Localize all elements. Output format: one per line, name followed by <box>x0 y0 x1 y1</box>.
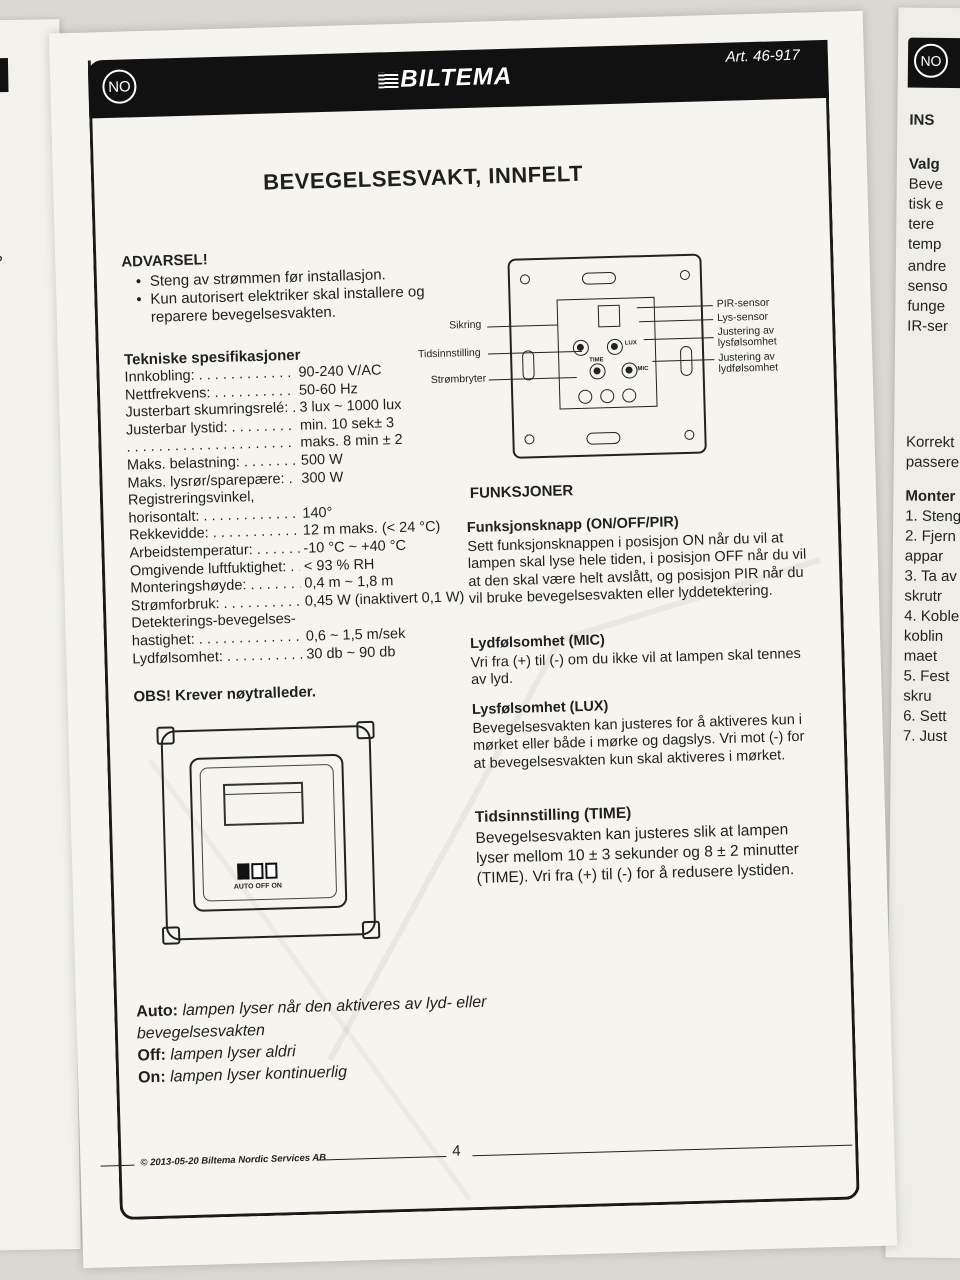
slider-position-auto <box>237 863 250 880</box>
language-badge: NO <box>913 43 949 78</box>
spec-value <box>431 606 471 625</box>
section-text: Sett funksjonsknappen i posisjon ON når … <box>467 529 807 608</box>
right-page-fragment: Korrekt <box>905 433 955 452</box>
label-fuse: Sikring <box>449 318 482 332</box>
pir-sensor-icon <box>597 304 621 328</box>
frame-corner <box>161 926 181 945</box>
brand-logo: BILTEMA <box>378 63 513 95</box>
screw-hole <box>684 429 695 441</box>
right-page-fragment: 2. Fjern <box>904 527 956 546</box>
right-page-fragment: passere <box>905 453 960 472</box>
wiring-diagram: TIME LUX MIC <box>507 253 707 459</box>
screw-hole <box>524 434 535 445</box>
right-page-fragment: maet <box>903 647 938 665</box>
right-page-fragment: skrutr <box>904 587 942 605</box>
mode-descriptions: Auto: lampen lyser når den aktiveres av … <box>136 991 498 1089</box>
screw-hole <box>679 269 691 281</box>
section-light-sensitivity: Lysfølsomhet (LUX) Bevegelsesvakten kan … <box>472 693 814 773</box>
mount-slot <box>586 431 621 445</box>
lux-knob <box>606 338 624 356</box>
section-sound-sensitivity: Lydfølsomhet (MIC) Vri fra (+) til (-) o… <box>470 627 811 690</box>
label-sound-adjust: Justering av lydfølsomhet <box>718 350 779 376</box>
right-page-fragment: senso <box>907 277 948 295</box>
screw-hole <box>519 274 531 285</box>
fuse-knob <box>572 339 590 357</box>
page-number: 4 <box>452 1142 461 1160</box>
brand-name: BILTEMA <box>399 62 513 93</box>
right-page-fragment: skru <box>903 687 932 705</box>
right-page-fragment: koblin <box>903 627 944 645</box>
mode-slider <box>237 862 278 880</box>
section-function-button: Funksjonsknapp (ON/OFF/PIR) Sett funksjo… <box>467 511 809 609</box>
sensor-lens <box>222 781 305 827</box>
right-page-fragment: 6. Sett <box>903 707 947 725</box>
section-text: Bevegelsesvakten kan justeres for å akti… <box>472 711 805 772</box>
brand-mark-icon <box>378 71 399 89</box>
right-page-fragment: 5. Fest <box>903 667 950 686</box>
right-page-fragment: Valg <box>908 155 940 173</box>
time-chip-label: TIME <box>589 357 604 364</box>
label-light-sensor: Lys-sensor <box>716 310 769 325</box>
right-page-fragment: 4. Koble <box>904 607 960 626</box>
frame-corner <box>356 720 375 740</box>
section-time-setting: Tidsinnstilling (TIME) Bevegelsesvakten … <box>475 799 817 889</box>
left-page-fragment: P <box>0 252 3 269</box>
label-time-setting: Tidsinnstilling <box>417 346 481 361</box>
warning-heading: ADVARSEL! <box>121 251 208 271</box>
right-page-fragment: IR-ser <box>907 317 949 335</box>
mic-knob <box>621 362 638 379</box>
language-badge: NO <box>101 69 137 105</box>
right-page-fragment: temp <box>907 235 942 253</box>
switch-illustration: AUTO OFF ON <box>156 720 381 945</box>
right-page-fragment: Beve <box>908 175 943 193</box>
functions-heading: FUNKSJONER <box>469 482 574 503</box>
slider-labels: AUTO OFF ON <box>233 882 282 891</box>
warning-list: Steng av strømmen før installasjon. Kun … <box>136 264 467 327</box>
mount-slot <box>581 271 617 285</box>
right-page-header-bar: NO <box>907 37 960 89</box>
right-page-fragment: INS <box>909 111 935 129</box>
right-page-fragment: Monter <box>905 487 956 506</box>
terminal <box>622 388 637 403</box>
slider-position-on <box>265 862 278 879</box>
right-page-fragment: tisk e <box>908 195 944 213</box>
switch-cover: AUTO OFF ON <box>189 753 348 912</box>
left-page-header-bar <box>0 58 9 94</box>
right-page-fragment: appar <box>904 547 944 565</box>
terminal <box>578 389 593 404</box>
right-page-fragment: andre <box>907 257 947 275</box>
lux-chip-label: LUX <box>624 340 637 347</box>
article-number: Art. 46-917 <box>725 46 801 66</box>
mic-chip-label: MIC <box>637 365 649 373</box>
right-page-fragment: 1. Steng <box>905 507 960 526</box>
right-page-fragment: funge <box>907 297 946 315</box>
frame-corner <box>156 726 175 745</box>
mount-slot <box>521 350 535 381</box>
frame-corner <box>361 920 381 940</box>
spec-value <box>428 483 468 502</box>
label-light-adjust: Justering av lysfølsomhet <box>717 324 777 350</box>
slider-position-off <box>251 862 264 880</box>
label-pir-sensor: PIR-sensor <box>716 296 770 311</box>
right-page-fragment: 3. Ta av <box>904 567 957 586</box>
label-power-switch: Strømbryter <box>430 372 487 387</box>
switch-inner-plate: AUTO OFF ON <box>199 763 338 902</box>
section-text: Bevegelsesvakten kan justeres slik at la… <box>475 821 800 887</box>
specs-table: Innkobling:90-240 V/ACNettfrekvens:50-60… <box>124 360 472 668</box>
module-body: TIME LUX MIC <box>556 296 658 410</box>
time-knob <box>589 363 606 380</box>
manual-page: NO BILTEMA Art. 46-917 BEVEGELSESVAKT, I… <box>48 10 898 1269</box>
terminal <box>600 388 615 404</box>
right-page-fragment: 7. Just <box>902 727 948 746</box>
right-page-fragment: tere <box>908 215 935 233</box>
